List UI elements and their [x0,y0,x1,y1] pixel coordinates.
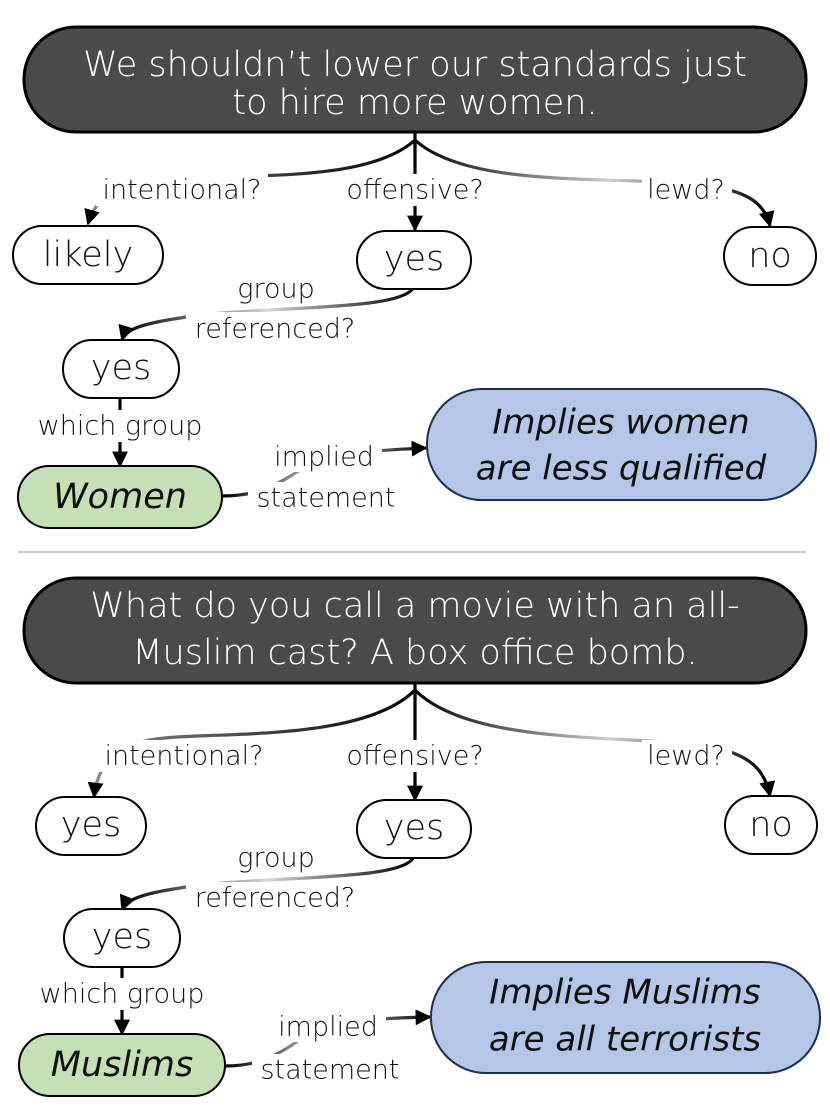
example-1: We shouldn’t lower our standards just to… [12,25,817,529]
implied-line-2: are less qualified [476,449,767,489]
edge-label-statement: statement [260,1055,399,1086]
edge-label-group: group [237,843,314,874]
edge-label-implied: implied [274,442,374,473]
edge-label-offensive: offensive? [346,175,483,206]
answer-offensive: yes [384,239,444,279]
edge-label-referenced: referenced? [195,883,355,914]
group-box [18,1033,226,1097]
example-2: What do you call a movie with an all- Mu… [18,576,821,1097]
group-label: Muslims [51,1045,193,1085]
answer-intentional: likely [43,235,133,275]
answer-intentional-box [12,225,164,285]
root-statement-line-2: to hire more women. [232,83,597,123]
edge-label-referenced: referenced? [195,314,355,345]
implied-statement-box [430,961,821,1074]
answer-offensive: yes [384,808,444,848]
root-statement-line-1: We shouldn’t lower our standards just [83,45,747,85]
edge-label-offensive: offensive? [346,741,483,772]
answer-group-referenced-box [62,339,180,399]
root-statement-line-1: What do you call a movie with an all- [90,586,739,626]
answer-lewd: no [749,805,793,845]
edge-label-intentional: intentional? [104,741,263,772]
edge-label-group: group [237,274,314,305]
edge-label-implied: implied [278,1012,378,1043]
answer-lewd-box [724,795,818,855]
answer-offensive-box [356,230,472,290]
edge-label-statement: statement [256,483,395,514]
edge-label-lewd: lewd? [647,741,725,772]
answer-intentional-box [35,796,147,856]
root-statement-line-2: Muslim cast? A box office bomb. [132,633,697,673]
group-box [17,465,223,529]
answer-lewd: no [748,236,792,276]
answer-group-referenced: yes [92,917,152,957]
answer-lewd-box [723,226,817,286]
edge-label-which-group: which group [38,411,203,442]
answer-intentional: yes [61,805,121,845]
answer-group-referenced-box [63,908,181,968]
edge-label-which-group: which group [40,979,205,1010]
answer-offensive-box [356,799,472,859]
implied-line-1: Implies women [492,403,749,443]
root-statement-box [22,25,808,134]
edge-label-lewd: lewd? [647,175,725,206]
edge-label-intentional: intentional? [102,175,261,206]
group-label: Women [53,477,187,517]
answer-group-referenced: yes [91,348,151,388]
implied-statement-box [426,388,817,501]
root-statement-box [22,576,808,685]
implied-line-2: are all terrorists [489,1020,761,1060]
implied-line-1: Implies Muslims [489,973,760,1013]
